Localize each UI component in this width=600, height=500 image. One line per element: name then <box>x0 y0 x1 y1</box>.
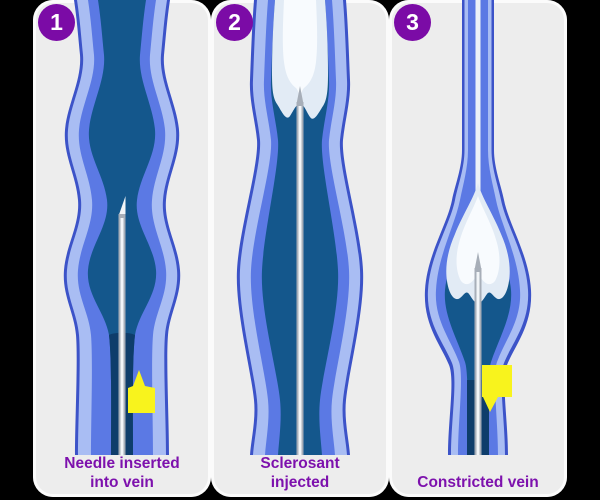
vein-illustration-sclerosant-injected <box>236 0 364 455</box>
needle-bevel <box>118 196 126 216</box>
step-caption: Constricted vein <box>389 474 567 492</box>
needle-tip <box>474 252 482 270</box>
step-caption-text: Constricted vein <box>417 473 539 491</box>
injection-site-marker-down <box>482 365 512 412</box>
step-caption-text: Sclerosant injected <box>260 455 340 491</box>
constricted-vein-center-line <box>475 0 481 200</box>
step-caption-text: Needle inserted into vein <box>64 455 180 491</box>
step-panel-1: 1 Needle inserted into vein <box>33 0 211 497</box>
step-caption: Sclerosant injected <box>211 455 389 492</box>
vein-illustration-needle-inserted <box>63 0 181 455</box>
sclerosant-highlight <box>282 0 318 98</box>
injection-site-marker-up <box>128 370 155 413</box>
needle-shine <box>476 272 480 455</box>
step-panel-3: 3 Constricted vein <box>389 0 567 497</box>
sclerosant-blob-highlight <box>456 196 500 285</box>
needle-shine <box>298 106 302 455</box>
vein-illustration-constricted-vein <box>424 0 532 455</box>
step-number-badge: 2 <box>216 4 253 41</box>
step-number-badge: 1 <box>38 4 75 41</box>
needle-shine <box>120 218 124 455</box>
step-caption: Needle inserted into vein <box>33 455 211 492</box>
needle-tip <box>296 86 304 104</box>
step-number-badge: 3 <box>394 4 431 41</box>
step-panel-2: 2 Sclerosant injected <box>211 0 389 497</box>
